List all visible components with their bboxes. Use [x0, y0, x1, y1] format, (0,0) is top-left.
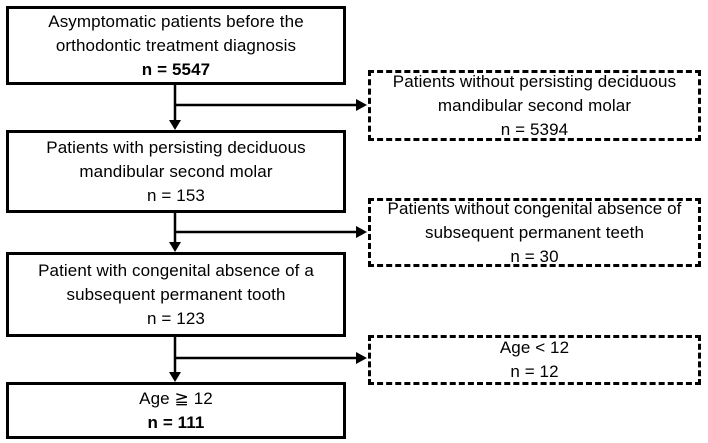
box-n-value: n = 111: [147, 412, 205, 432]
box-text-line: Patients without congenital absence of: [387, 198, 682, 218]
flow-box-congenital-absence: Patient with congenital absence of a sub…: [6, 252, 346, 337]
box-text-line: subsequent permanent tooth: [66, 284, 286, 304]
box-text-line: Patients with persisting deciduous: [46, 137, 306, 157]
box-text-line: mandibular second molar: [437, 95, 632, 115]
box-n-value: n = 5394: [500, 119, 569, 139]
box-n-value: n = 30: [510, 246, 559, 266]
arrowhead-right-2: [356, 226, 367, 238]
excluded-box-age-under-12: Age < 12 n = 12: [368, 335, 701, 385]
arrowhead-down-1: [169, 120, 181, 130]
box-n-value: n = 12: [510, 362, 559, 381]
box-text-line: Age ≧ 12: [139, 388, 213, 408]
arrowhead-right-1: [356, 99, 367, 111]
box-n-value: n = 5547: [141, 59, 211, 79]
box-n-value: n = 153: [147, 185, 205, 205]
arrowhead-down-2: [169, 242, 181, 252]
arrowhead-down-3: [169, 372, 181, 382]
excluded-box-without-persisting-molar: Patients without persisting deciduous ma…: [368, 70, 701, 141]
box-text-line: subsequent permanent teeth: [424, 222, 645, 242]
box-text-line: Asymptomatic patients before the: [48, 11, 304, 31]
arrowhead-right-3: [356, 352, 367, 364]
flow-box-asymptomatic-patients: Asymptomatic patients before the orthodo…: [6, 6, 346, 85]
box-text-line: Patients without persisting deciduous: [392, 71, 677, 91]
box-text-line: orthodontic treatment diagnosis: [55, 35, 297, 55]
box-n-value: n = 123: [147, 308, 205, 328]
excluded-box-without-congenital-absence: Patients without congenital absence of s…: [368, 198, 701, 267]
box-text-line: Age < 12: [499, 338, 570, 357]
box-text-line: Patient with congenital absence of a: [38, 260, 314, 280]
box-text-line: mandibular second molar: [79, 161, 273, 181]
flow-box-age-12-and-over: Age ≧ 12 n = 111: [6, 382, 346, 439]
flow-box-persisting-deciduous-molar: Patients with persisting deciduous mandi…: [6, 130, 346, 213]
